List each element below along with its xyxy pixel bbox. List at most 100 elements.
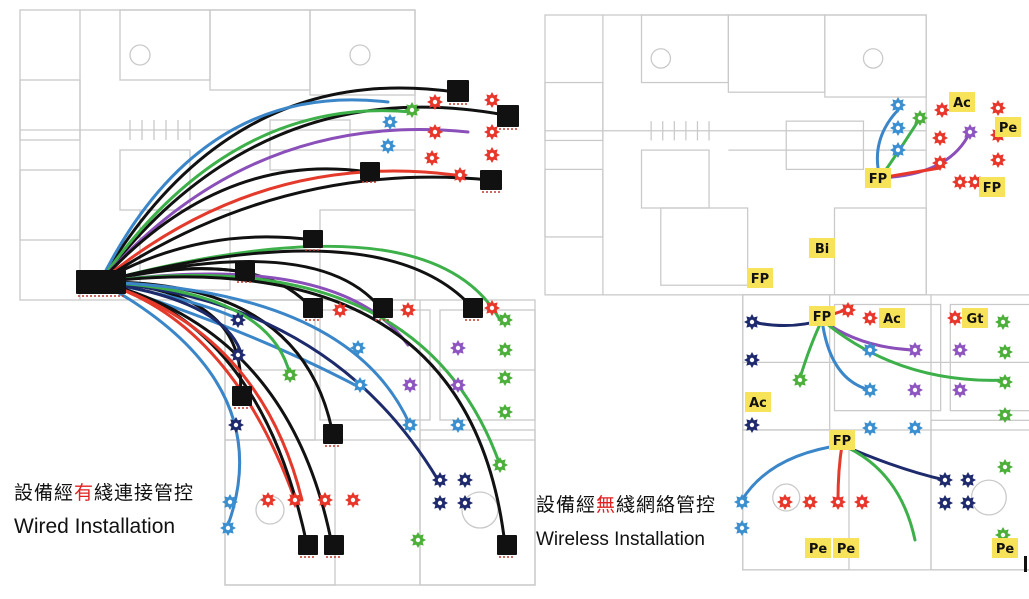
device-gear-hole <box>385 143 391 149</box>
wired-device-icon <box>497 342 513 358</box>
device-gear-hole <box>995 157 1001 163</box>
wired-cable <box>98 249 472 307</box>
device-gear-hole <box>233 422 239 428</box>
wired-device-icon <box>345 492 361 508</box>
wireless-device-icon <box>862 310 878 326</box>
wireless-device-icon <box>997 344 1013 360</box>
device-gear-hole <box>455 422 461 428</box>
device-gear-hole <box>437 477 443 483</box>
wired-controller-box <box>235 262 255 280</box>
device-gear-hole <box>235 317 241 323</box>
device-gear-hole <box>405 307 411 313</box>
wireless-device-icon <box>937 495 953 511</box>
floorplan-room <box>640 14 729 84</box>
device-gear-hole <box>227 499 233 505</box>
wired-device-icon <box>350 340 366 356</box>
label-background <box>805 538 831 558</box>
device-gear-hole <box>739 525 745 531</box>
wireless-device-icon <box>997 407 1013 423</box>
wired-zh-post: 綫連接管控 <box>94 482 195 504</box>
wireless-device-icon <box>990 100 1006 116</box>
wireless-device-icon <box>744 314 760 330</box>
wired-device-icon <box>452 167 468 183</box>
wireless-device-icon <box>932 155 948 171</box>
floorplan-room <box>19 169 81 241</box>
wireless-link <box>740 443 844 502</box>
label-pe: Pe <box>992 538 1018 558</box>
wired-device-icon <box>427 94 443 110</box>
wireless-device-icon <box>952 174 968 190</box>
device-gear-hole <box>489 129 495 135</box>
wired-cable <box>98 86 457 284</box>
device-gear-hole <box>225 525 231 531</box>
device-gear-hole <box>965 477 971 483</box>
wired-cable <box>98 275 507 547</box>
device-gear-hole <box>972 179 978 185</box>
wired-device-icon <box>484 300 500 316</box>
wired-device-icon <box>432 495 448 511</box>
floorplan-room <box>544 14 927 296</box>
floorplan-room <box>119 9 211 81</box>
device-gear-hole <box>1002 464 1008 470</box>
device-gear-hole <box>497 462 503 468</box>
floorplan-room <box>785 120 865 171</box>
device-gear-hole <box>995 105 1001 111</box>
device-gear-hole <box>265 497 271 503</box>
device-gear-hole <box>455 382 461 388</box>
wired-cable <box>98 280 304 502</box>
label-gt: Gt <box>962 308 988 328</box>
floorplan-fixture <box>129 44 151 66</box>
wired-device-icon <box>484 147 500 163</box>
device-gear-hole <box>952 315 958 321</box>
label-background <box>809 306 835 326</box>
device-gear-hole <box>912 387 918 393</box>
wired-controller-box <box>463 298 483 318</box>
label-background <box>865 168 891 188</box>
wired-device-icon <box>424 150 440 166</box>
wired-device-icon <box>260 492 276 508</box>
wireless-link <box>840 443 917 542</box>
label-text: FP <box>813 310 831 325</box>
wireless-device-icon <box>995 314 1011 330</box>
device-gear-hole <box>235 352 241 358</box>
floorplan-room <box>19 79 81 141</box>
wireless-device-icon <box>937 472 953 488</box>
wired-device-icon <box>432 472 448 488</box>
wired-controller-box <box>497 105 519 127</box>
device-gear-hole <box>429 155 435 161</box>
label-ac: Ac <box>949 92 975 112</box>
label-background <box>995 117 1021 137</box>
wired-cable <box>98 280 412 427</box>
wired-device-icon <box>404 102 420 118</box>
wireless-device-icon <box>960 472 976 488</box>
wired-controller-box <box>303 230 323 248</box>
device-gear-hole <box>895 102 901 108</box>
floorplan-room <box>824 14 927 98</box>
label-background <box>833 538 859 558</box>
device-gear-hole <box>859 499 865 505</box>
wired-cable <box>98 280 242 527</box>
wired-device-icon <box>352 377 368 393</box>
device-gear-hole <box>407 382 413 388</box>
wired-controller-box <box>480 170 502 190</box>
wired-zh-highlight: 有 <box>74 482 95 504</box>
wireless-device-icon <box>734 520 750 536</box>
device-gear-hole <box>739 499 745 505</box>
wired-device-icon <box>497 312 513 328</box>
wired-device-icon <box>230 312 246 328</box>
wired-cable <box>98 105 507 284</box>
wireless-device-icon <box>744 417 760 433</box>
label-fp: FP <box>865 168 891 188</box>
device-gear-hole <box>489 305 495 311</box>
wired-device-icon <box>380 138 396 154</box>
wireless-device-icon <box>840 302 856 318</box>
wireless-caption-zh: 設備經無綫網絡管控 <box>536 490 716 517</box>
wired-device-icon <box>497 370 513 386</box>
floorplan-room <box>544 168 604 238</box>
floorplan-room <box>309 9 416 96</box>
device-gear-hole <box>749 357 755 363</box>
wireless-link <box>820 318 872 392</box>
wired-floorplan <box>19 9 536 586</box>
floorplan-room <box>224 439 336 586</box>
wired-device-icon <box>457 472 473 488</box>
